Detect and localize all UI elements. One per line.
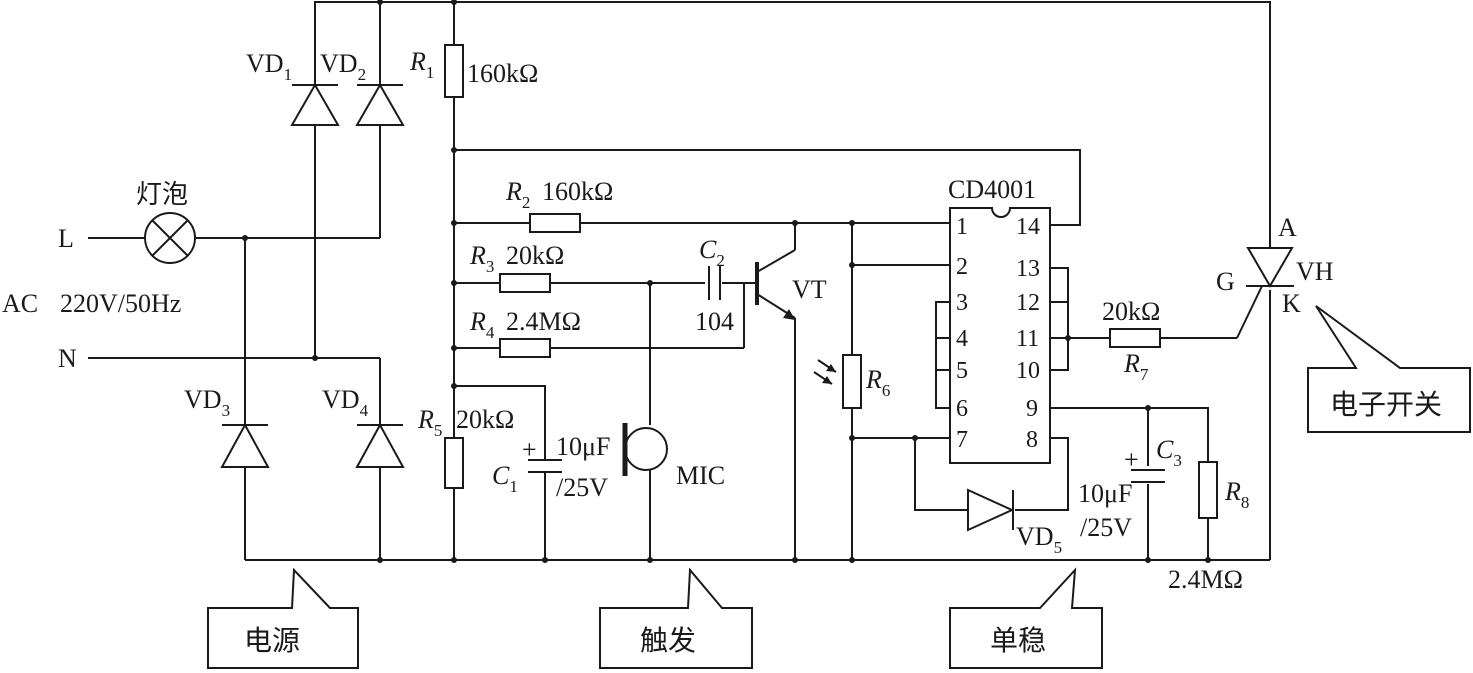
scr-anode-label: A: [1278, 213, 1297, 242]
diode-vd5: [967, 488, 1015, 532]
capacitor-c2: [708, 266, 721, 300]
r3-label: R3: [469, 241, 494, 276]
resistor-r4: [499, 338, 551, 358]
pin-14: 14: [1016, 214, 1040, 240]
line-L-label: L: [58, 224, 74, 253]
r7-value: 20kΩ: [1102, 297, 1160, 326]
resistor-r7: [1109, 328, 1161, 348]
line-N-label: N: [58, 344, 77, 373]
pin-1: 1: [956, 214, 968, 240]
r8-value: 2.4MΩ: [1168, 565, 1243, 594]
pin-13: 13: [1016, 256, 1040, 282]
vt-label: VT: [792, 275, 827, 304]
r8-label: R8: [1224, 477, 1249, 512]
callout-power: [207, 567, 359, 669]
mic-label: MIC: [676, 461, 725, 490]
diode-vd3: [220, 422, 270, 468]
r2-value: 160kΩ: [542, 177, 613, 206]
ic-cd4001: [949, 207, 1051, 464]
r1-value: 160kΩ: [467, 59, 538, 88]
r3-value: 20kΩ: [506, 241, 564, 270]
vd1-label: VD1: [246, 49, 292, 84]
scr-gate-label: G: [1216, 267, 1235, 296]
pin-12: 12: [1016, 290, 1040, 316]
vd3-label: VD3: [184, 385, 230, 420]
pin-6: 6: [956, 396, 968, 422]
bulb-symbol: [144, 212, 196, 264]
pin-2: 2: [956, 254, 968, 280]
resistor-r3: [499, 273, 551, 293]
wires: [88, 1, 1271, 561]
r2-label: R2: [505, 177, 530, 212]
vd2-label: VD2: [320, 49, 366, 84]
resistor-r6: [842, 354, 862, 409]
thyristor-vh: [1246, 228, 1294, 288]
c1-value-1: 10μF: [556, 432, 610, 461]
c2-value: 104: [695, 307, 734, 336]
capacitor-c3: [1131, 469, 1165, 483]
vd4-label: VD4: [322, 385, 369, 420]
scr-cathode-label: K: [1282, 289, 1301, 318]
vd5-label: VD5: [1016, 522, 1062, 557]
resistor-r8: [1198, 461, 1218, 519]
r5-label: R5: [417, 405, 442, 440]
callout-switch: [1307, 305, 1471, 433]
r7-label: R7: [1123, 349, 1149, 384]
c3-value-2: /25V: [1080, 513, 1132, 542]
pin-10: 10: [1016, 358, 1040, 384]
diode-vd4: [355, 422, 405, 468]
r4-label: R4: [469, 307, 495, 342]
c3-label: C3: [1156, 435, 1182, 470]
resistor-r1: [444, 44, 464, 98]
c1-value-2: /25V: [556, 473, 608, 502]
transistor-vt: [755, 249, 796, 330]
capacitor-c1: [528, 448, 562, 473]
diode-vd1: [290, 82, 340, 126]
pin-11: 11: [1016, 326, 1039, 352]
light-arrows-icon: [813, 359, 837, 385]
callout-monostable-text: 单稳: [990, 624, 1046, 657]
c3-value-1: 10μF: [1078, 479, 1132, 508]
ac-label: AC: [2, 289, 38, 318]
pin-3: 3: [956, 290, 968, 316]
callout-trigger: [599, 567, 753, 669]
c2-label: C2: [699, 235, 725, 270]
resistor-r2: [529, 213, 581, 233]
c1-label: C1: [492, 461, 518, 496]
resistor-r5: [444, 437, 464, 489]
ic-pin-labels: 1 2 3 4 5 6 7 14 13 12 11 10 9 8: [956, 214, 1040, 453]
callout-power-text: 电源: [244, 624, 300, 657]
ic-label: CD4001: [948, 175, 1036, 204]
pin-9: 9: [1026, 396, 1038, 422]
callout-trigger-text: 触发: [640, 624, 696, 657]
scr-label: VH: [1296, 257, 1334, 286]
c1-plus: +: [522, 435, 537, 464]
r1-label: R1: [409, 47, 434, 82]
pin-8: 8: [1026, 427, 1038, 453]
r5-value: 20kΩ: [456, 405, 514, 434]
callout-monostable: [949, 567, 1103, 669]
pin-7: 7: [956, 427, 968, 453]
ac-spec-label: 220V/50Hz: [60, 289, 181, 318]
r4-value: 2.4MΩ: [506, 307, 581, 336]
r6-label: R6: [865, 365, 890, 400]
diode-vd2: [355, 82, 405, 126]
pin-5: 5: [956, 358, 968, 384]
callout-switch-text: 电子开关: [1330, 388, 1442, 421]
pin-4: 4: [956, 326, 968, 352]
junction-dots: [242, 0, 1211, 563]
bulb-label: 灯泡: [136, 180, 188, 210]
c3-plus: +: [1124, 445, 1139, 474]
microphone-symbol: [622, 423, 668, 476]
